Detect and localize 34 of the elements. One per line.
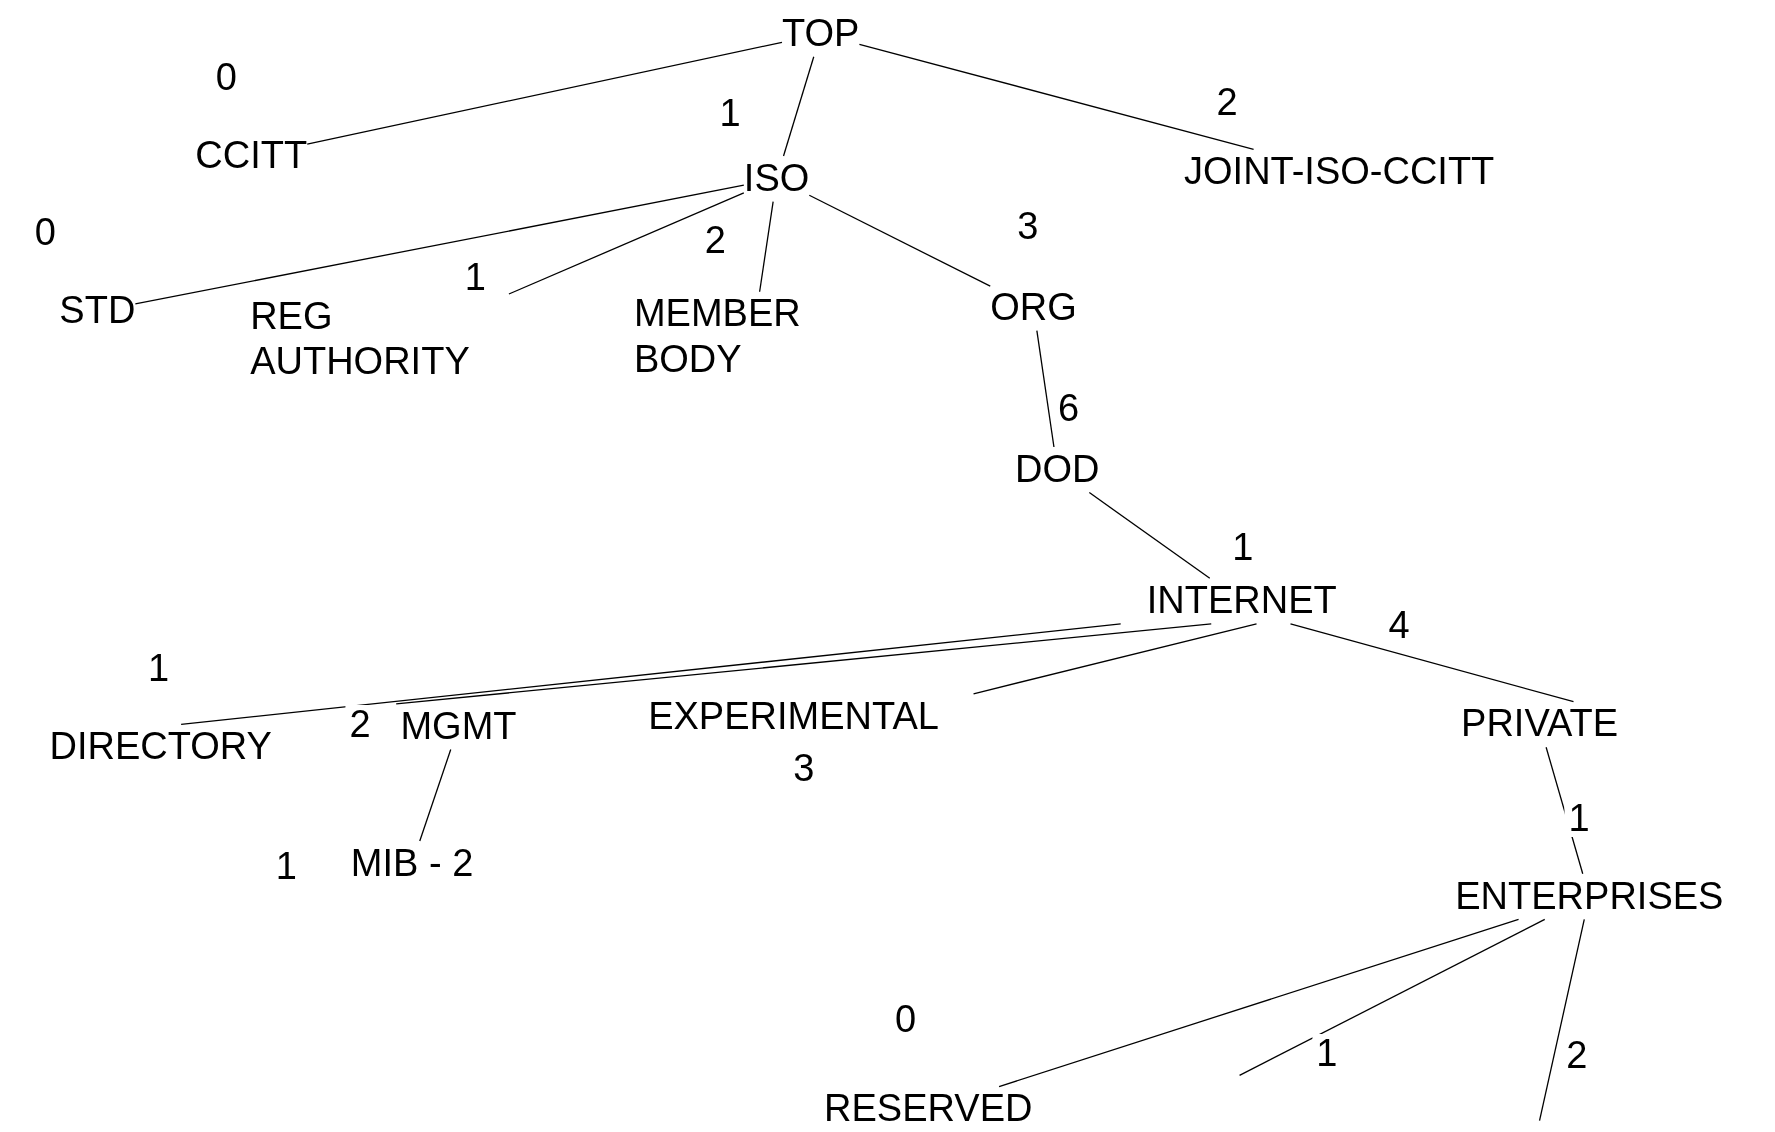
- node-label: ENTERPRISES: [1455, 873, 1724, 919]
- node-label: JOINT-ISO-CCITT: [1184, 149, 1495, 195]
- tree-line: [858, 43, 1255, 150]
- node-label: CCITT: [195, 133, 308, 179]
- tree-line: [758, 201, 774, 293]
- tree-line: [1036, 330, 1055, 448]
- node-label: PRIVATE: [1461, 701, 1618, 747]
- node-label: ORG: [990, 285, 1077, 331]
- tree-line: [808, 194, 991, 287]
- node-label: ISO: [743, 156, 810, 202]
- tree-line: [1088, 491, 1211, 579]
- node-label: INTERNET: [1146, 578, 1337, 624]
- node-label: MEMBER BODY: [633, 291, 802, 383]
- node-label: EXPERIMENTAL: [648, 693, 939, 739]
- tree-line: [508, 192, 745, 295]
- tree-line: [134, 184, 745, 305]
- node-label: DIRECTORY: [49, 724, 272, 770]
- tree-line: [1289, 623, 1575, 703]
- tree-line: [306, 41, 783, 145]
- node-label: STD: [59, 288, 136, 334]
- tree-line: [395, 623, 1212, 705]
- node-label: MIB - 2: [350, 840, 474, 886]
- node-label: REG AUTHORITY: [250, 294, 471, 385]
- tree-line: [1538, 918, 1585, 1122]
- node-label: RESERVED: [824, 1086, 1033, 1132]
- tree-line: [1238, 918, 1546, 1077]
- tree-line: [419, 748, 452, 842]
- node-label: MGMT: [400, 703, 517, 749]
- node-label: TOP: [782, 11, 860, 57]
- node-label: DOD: [1015, 447, 1100, 492]
- tree-line: [180, 623, 1122, 725]
- tree-line: [998, 918, 1520, 1088]
- tree-line: [782, 56, 815, 157]
- tree-line: [972, 623, 1258, 695]
